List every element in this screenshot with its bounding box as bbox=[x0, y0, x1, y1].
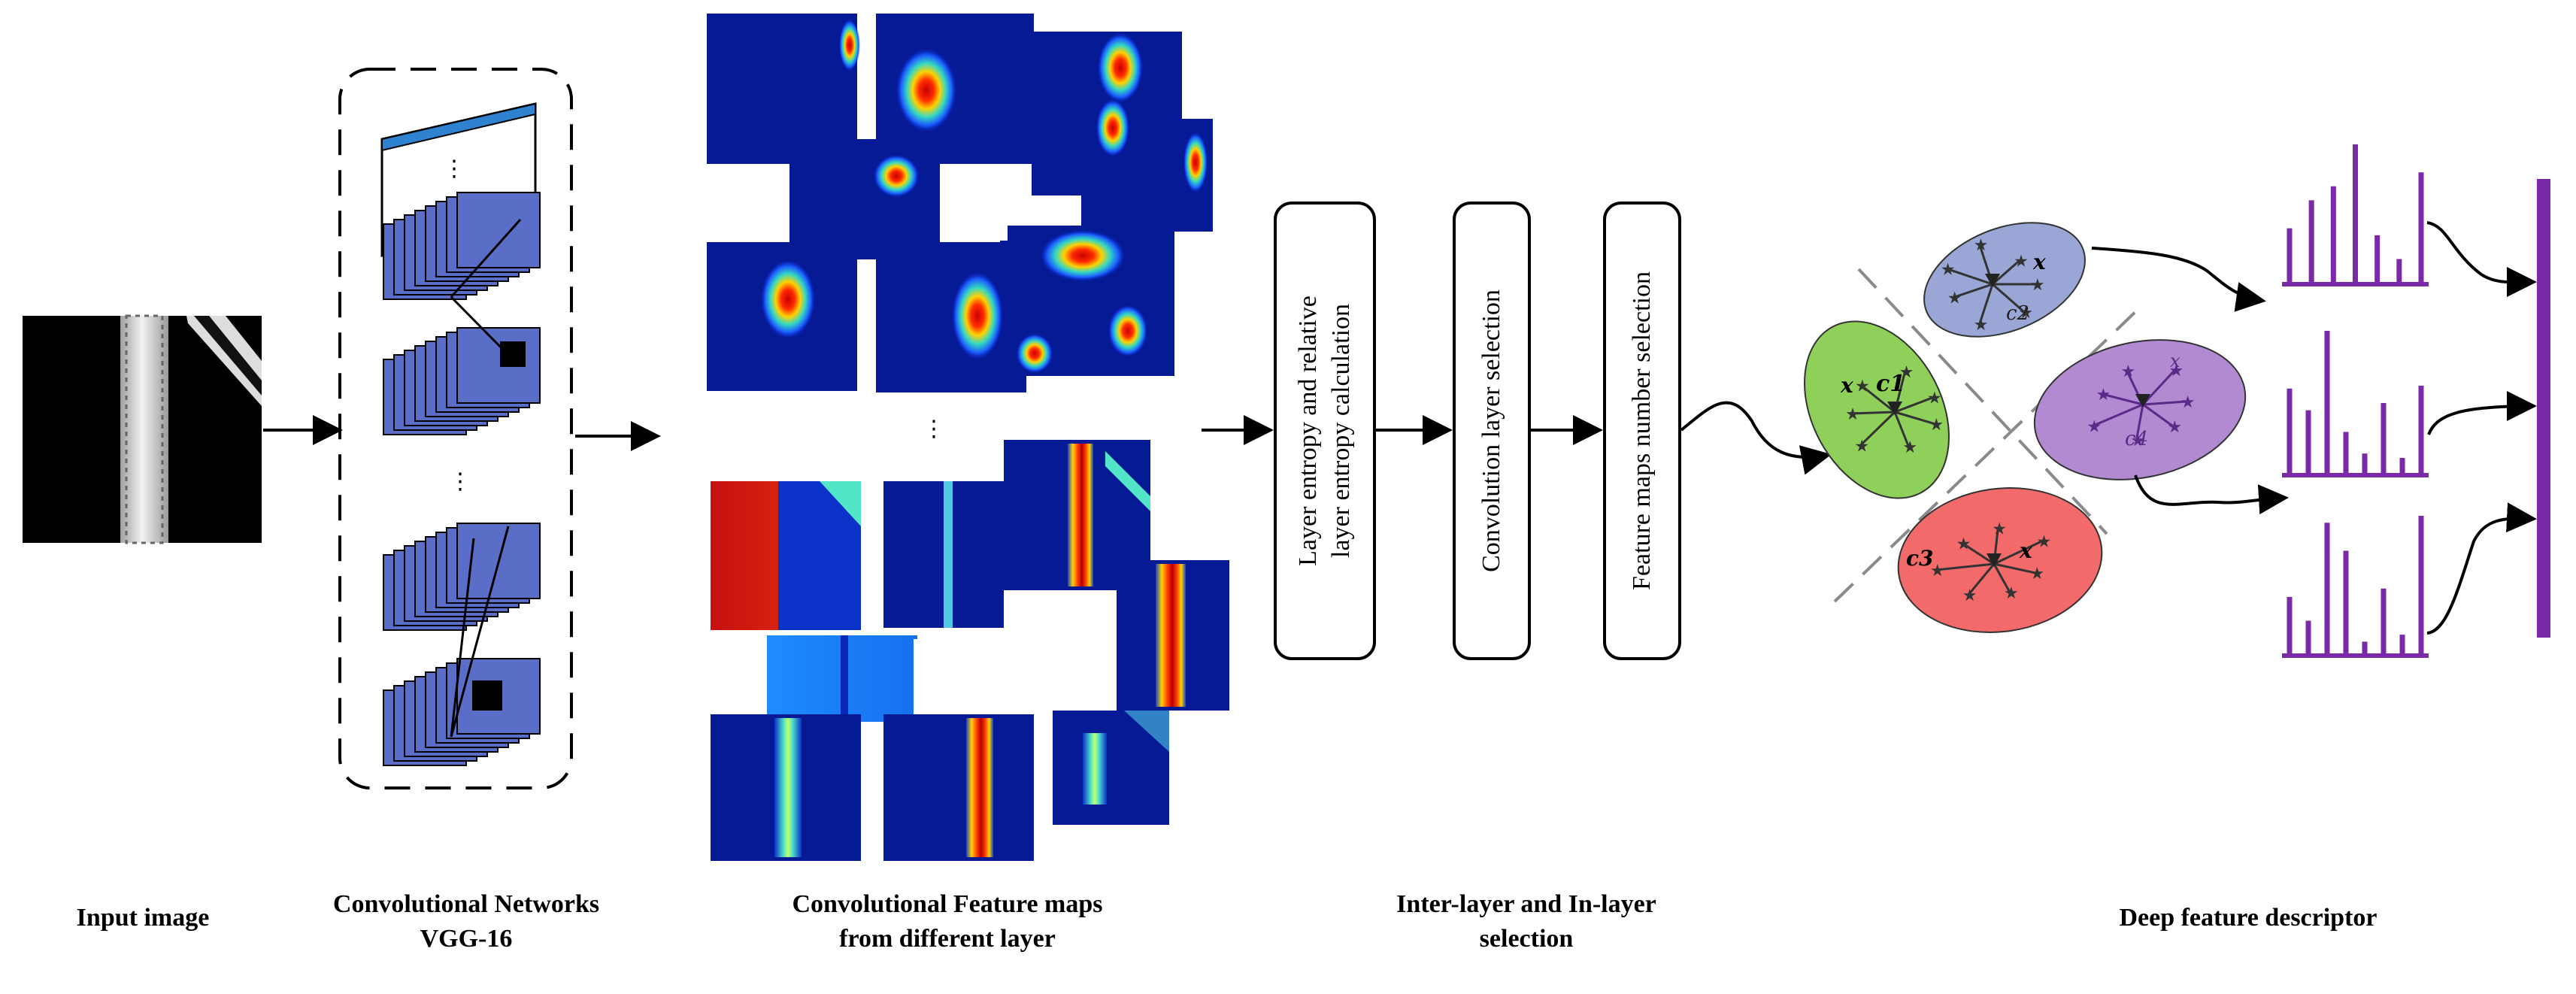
layer-stack bbox=[383, 658, 541, 766]
cluster-spokes-2: ★ ★ ★ ★ ★ ★ ★ bbox=[1845, 362, 1944, 456]
svg-text:★: ★ bbox=[2130, 431, 2145, 450]
cluster-c2 bbox=[1923, 222, 2086, 338]
step-maps-number-label: Feature maps number selection bbox=[1628, 271, 1656, 590]
step-entropy-line1: Layer entropy and relative bbox=[1294, 295, 1322, 566]
network-ellipsis-middle: ⋮ bbox=[449, 468, 471, 495]
histograms bbox=[2282, 144, 2429, 658]
layer-stack bbox=[383, 327, 541, 435]
step-conv-layer-label: Convolution layer selection bbox=[1477, 289, 1505, 572]
arrow-hist1-to-descriptor bbox=[2426, 221, 2537, 298]
heatmap-collage-top bbox=[707, 14, 1213, 392]
step-feature-maps-number-selection: Feature maps number selection bbox=[1603, 202, 1681, 660]
caption-selection: Inter-layer and In-layer selection bbox=[1338, 887, 1714, 956]
step-convolution-layer-selection: Convolution layer selection bbox=[1453, 202, 1531, 660]
svg-text:★: ★ bbox=[2037, 532, 2052, 550]
cluster-c4-label: c4 bbox=[2125, 428, 2148, 450]
caption-network-line2: VGG-16 bbox=[420, 925, 513, 953]
svg-text:★: ★ bbox=[2030, 275, 2045, 294]
svg-text:★: ★ bbox=[1956, 534, 1971, 553]
svg-text:★: ★ bbox=[2120, 362, 2135, 380]
svg-text:★: ★ bbox=[1929, 415, 1944, 434]
cluster-c4 bbox=[2033, 339, 2247, 480]
cluster-diagram: ★★★★★★★★★★★★★★★★★★★★★★★★★★★★ c2 x c1 x c… bbox=[1804, 222, 2247, 633]
caption-selection-line1: Inter-layer and In-layer bbox=[1396, 890, 1656, 918]
svg-text:★: ★ bbox=[1927, 389, 1942, 408]
svg-text:★: ★ bbox=[2014, 251, 2029, 270]
caption-network: Convolutional Networks VGG-16 bbox=[271, 887, 662, 956]
arrow-c4-to-hist3 bbox=[2134, 474, 2289, 515]
arrow-hist3-to-descriptor bbox=[2426, 502, 2537, 635]
cluster-c3-label: c3 bbox=[1906, 546, 1934, 571]
step-entropy-calculation: Layer entropy and relative layer entropy… bbox=[1274, 202, 1376, 660]
vgg16-network: ⋮ ⋮ bbox=[338, 68, 573, 789]
cluster-c4-x: x bbox=[2170, 350, 2181, 371]
arrow-c2-to-hist1 bbox=[2091, 247, 2266, 312]
feature-maps-group: ⋮ bbox=[707, 14, 1229, 861]
svg-text:★: ★ bbox=[1930, 561, 1945, 580]
svg-text:★: ★ bbox=[1845, 405, 1860, 423]
histogram-3 bbox=[2282, 516, 2429, 658]
svg-text:★: ★ bbox=[1947, 289, 1962, 308]
svg-text:★: ★ bbox=[1992, 520, 2007, 538]
caption-feature-maps: Convolutional Feature maps from differen… bbox=[722, 887, 1173, 956]
svg-text:★: ★ bbox=[1974, 315, 1989, 334]
caption-feature-maps-line1: Convolutional Feature maps bbox=[792, 890, 1103, 918]
svg-text:★: ★ bbox=[1974, 235, 1989, 254]
svg-text:★: ★ bbox=[2181, 392, 2196, 411]
histogram-2 bbox=[2282, 331, 2429, 477]
cluster-c1 bbox=[1804, 320, 1950, 499]
svg-text:★: ★ bbox=[2004, 583, 2019, 602]
deep-feature-descriptor-bar bbox=[2537, 179, 2550, 638]
svg-text:★: ★ bbox=[2167, 417, 2182, 436]
network-ellipsis-top: ⋮ bbox=[443, 156, 465, 182]
svg-text:★: ★ bbox=[1941, 259, 1956, 278]
arrow-hist2-to-descriptor bbox=[2427, 391, 2537, 435]
step-entropy-line2: layer entropy calculation bbox=[1327, 304, 1355, 558]
layer-stack bbox=[383, 523, 541, 631]
svg-text:★: ★ bbox=[1854, 436, 1869, 455]
cluster-c3-x: x bbox=[2019, 538, 2032, 563]
cluster-c1-x: x bbox=[1840, 373, 1853, 398]
svg-text:★: ★ bbox=[2168, 361, 2184, 380]
caption-descriptor: Deep feature descriptor bbox=[2119, 904, 2377, 932]
caption-input-image: Input image bbox=[76, 904, 210, 932]
svg-text:★: ★ bbox=[2096, 385, 2111, 404]
svg-text:★: ★ bbox=[2087, 417, 2102, 435]
svg-text:★: ★ bbox=[1902, 438, 1917, 456]
caption-selection-line2: selection bbox=[1479, 925, 1574, 953]
svg-text:★: ★ bbox=[1855, 376, 1870, 395]
cluster-spokes-3: ★ ★ ★ ★ ★ ★ ★ bbox=[2087, 361, 2195, 450]
arrow-to-clusters bbox=[1680, 401, 1832, 475]
svg-text:★: ★ bbox=[2029, 564, 2044, 583]
cluster-c1-label: c1 bbox=[1876, 371, 1905, 397]
cluster-spokes-1: ★★★★★★★ bbox=[1941, 235, 2045, 334]
caption-feature-maps-line2: from different layer bbox=[839, 925, 1056, 953]
feature-map-collage-bottom bbox=[711, 440, 1229, 861]
histogram-1 bbox=[2282, 144, 2429, 286]
cluster-c2-x: x bbox=[2032, 250, 2046, 274]
svg-text:★: ★ bbox=[1962, 586, 1977, 605]
feature-maps-ellipsis: ⋮ bbox=[923, 416, 945, 442]
svg-text:★: ★ bbox=[1899, 362, 1914, 381]
cluster-c2-label: c2 bbox=[2006, 302, 2029, 325]
caption-network-line1: Convolutional Networks bbox=[332, 890, 600, 918]
cluster-spokes-4: ★ ★ ★ ★ ★ ★ ★ bbox=[1930, 520, 2051, 605]
input-image bbox=[23, 314, 262, 544]
svg-text:★: ★ bbox=[2018, 303, 2033, 322]
